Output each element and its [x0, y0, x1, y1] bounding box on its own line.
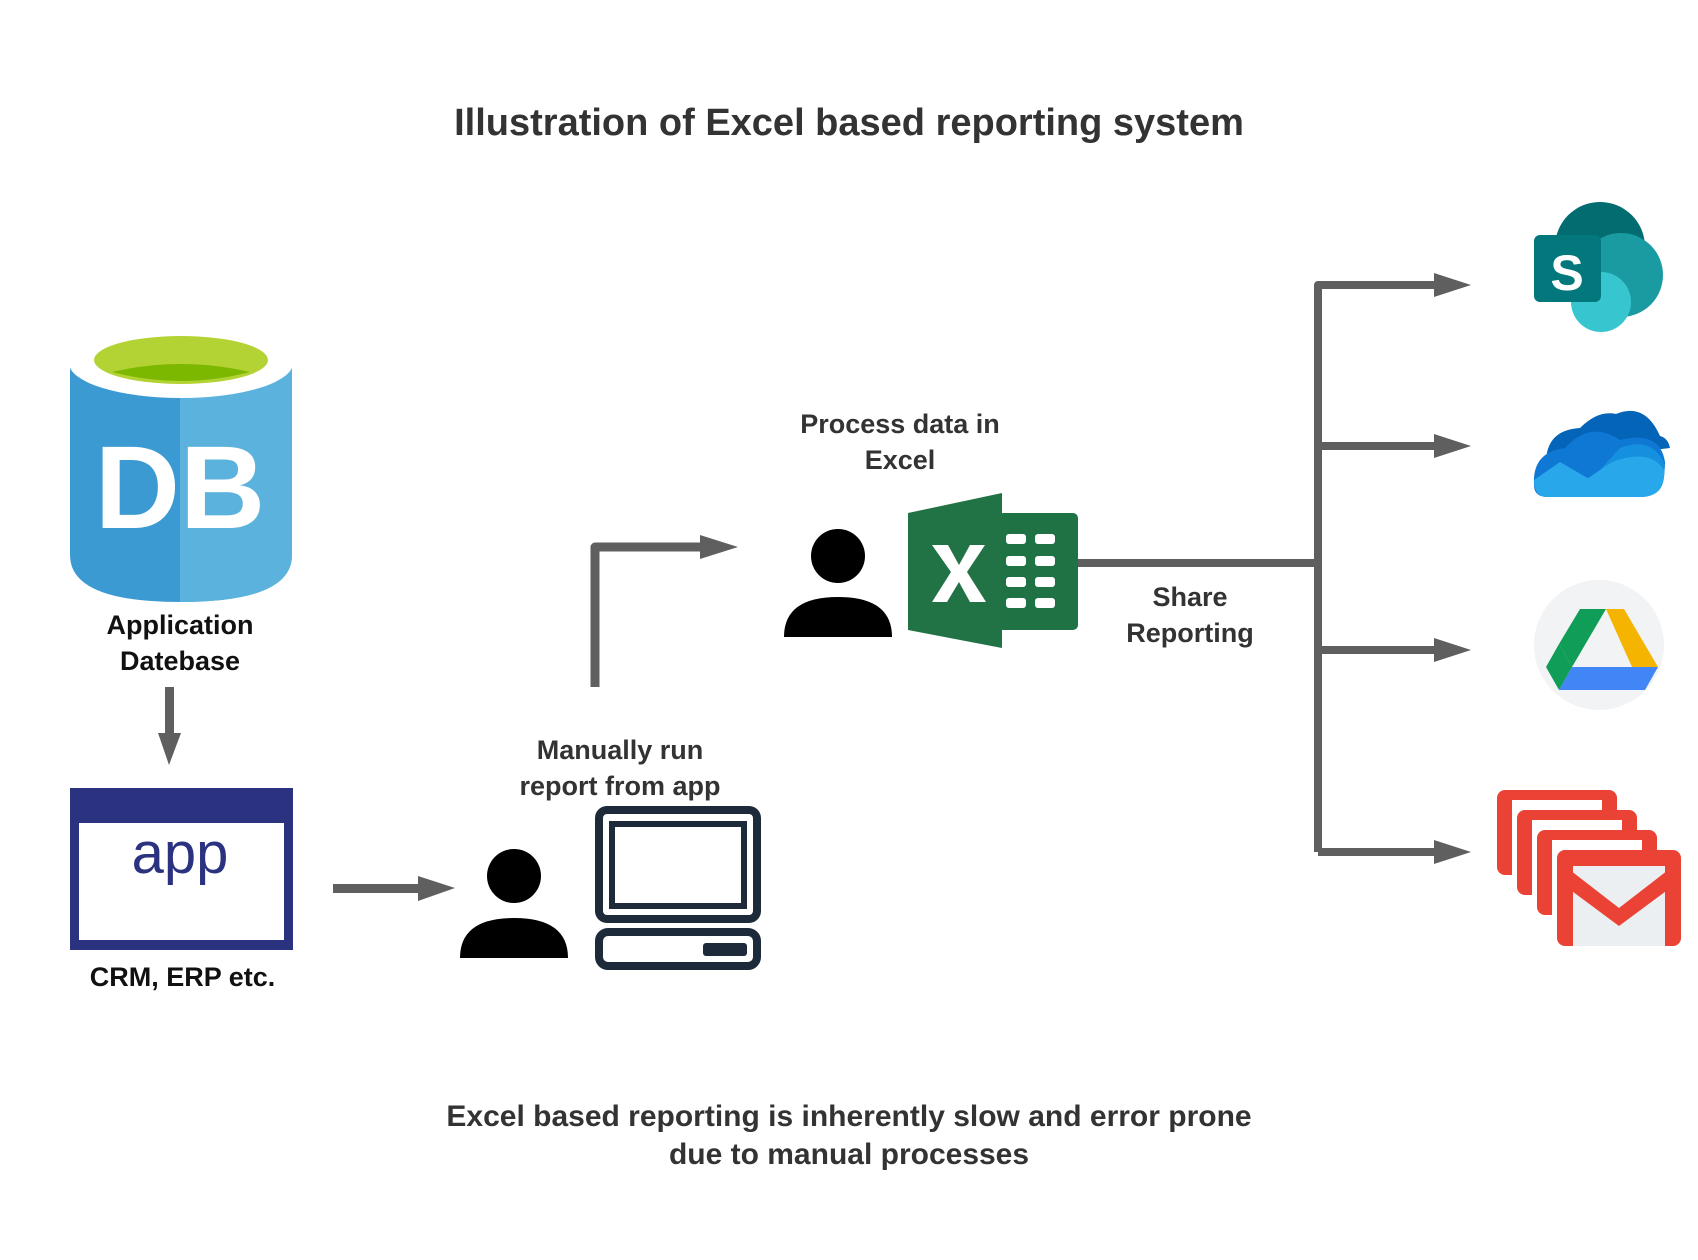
arrow-app-to-user [333, 876, 455, 901]
excel-label: Process data in Excel [800, 409, 1000, 475]
person-icon [784, 529, 892, 637]
share-arrowheads [1434, 273, 1471, 864]
sharepoint-icon: S [1534, 202, 1663, 332]
app-label: CRM, ERP etc. [89, 962, 276, 992]
arrow-db-to-app [158, 687, 181, 765]
database-label: Application Datebase [106, 610, 254, 676]
diagram-title: Illustration of Excel based reporting sy… [454, 102, 1244, 144]
share-connector [1078, 281, 1435, 856]
gmail-icon [1497, 790, 1681, 946]
sharepoint-icon-text: S [1550, 245, 1583, 301]
app-icon-text: app [132, 821, 229, 886]
database-icon-text: DB [95, 422, 265, 554]
onedrive-icon [1533, 410, 1670, 497]
footer-note: Excel based reporting is inherently slow… [446, 1100, 1252, 1171]
share-label: Share Reporting [1126, 582, 1254, 648]
person-icon [460, 849, 568, 958]
arrow-user-to-excel [590, 535, 738, 687]
google-drive-icon [1534, 580, 1664, 710]
excel-icon [908, 493, 1078, 648]
app-window-icon: app [70, 788, 293, 950]
manual-run-label: Manually run report from app [519, 735, 721, 801]
database-icon: DB [69, 328, 293, 602]
computer-icon [595, 806, 761, 970]
